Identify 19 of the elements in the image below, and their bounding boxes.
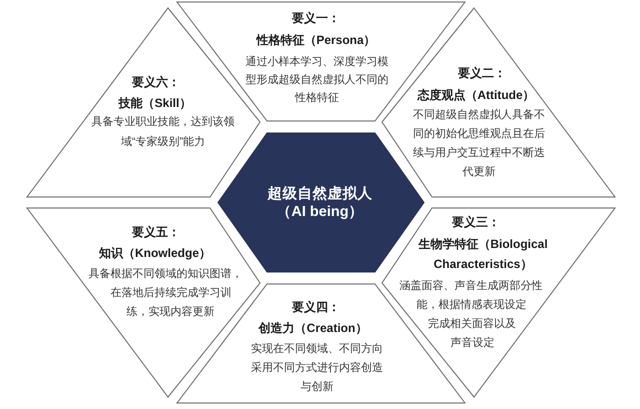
section-title: 知识（Knowledge） <box>98 246 211 260</box>
description-text: 实现在不同领域、不同方向采用不同方式进行内容创造与创新 <box>251 343 383 393</box>
description-text: 涵盖面容、声音生成两部分性能，根据情感表现设定完成相关面容以及声音设定 <box>399 280 542 349</box>
description-text: 不同超级自然虚拟人具备不同的初始化思维观点且在后续与用户交互过程中不断迭代更新 <box>413 109 545 178</box>
description-text: 通过小样本学习、深度学习模型形成超级自然虚拟人不同的性格特征 <box>246 56 388 104</box>
section-title: 性格特征（Persona） <box>256 33 376 47</box>
description-text: 具备根据不同领域的知识图谱，在落地后持续完成学习训练，实现内容更新 <box>88 268 242 318</box>
section-number: 要义三： <box>452 215 500 229</box>
section-number: 要义二： <box>458 66 506 80</box>
section-number: 要义五： <box>132 225 180 239</box>
section-number: 要义四： <box>292 300 340 314</box>
section-number: 要义六： <box>132 75 180 89</box>
section-title: 创造力（Creation） <box>258 321 368 335</box>
section-number: 要义一： <box>292 11 340 25</box>
section-title: 生物学特征（Biological Characteristics） <box>418 237 548 271</box>
section-title: 态度观点（Attitude） <box>417 88 535 102</box>
description-text: 具备专业职业技能，达到该领域“专家级别”能力 <box>92 116 234 148</box>
center-title: 超级自然虚拟人（AI being） <box>268 186 372 220</box>
section-title: 技能（Skill） <box>118 96 192 110</box>
